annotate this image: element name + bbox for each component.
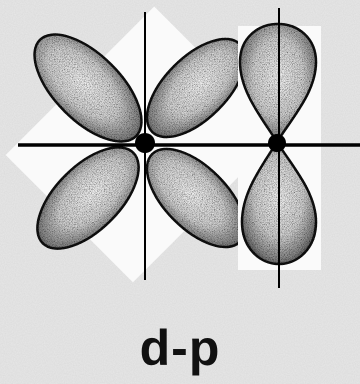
d-orbital-nucleus [135, 133, 155, 153]
diagram-caption: d-p [0, 318, 360, 378]
p-orbital-nucleus [268, 134, 286, 152]
